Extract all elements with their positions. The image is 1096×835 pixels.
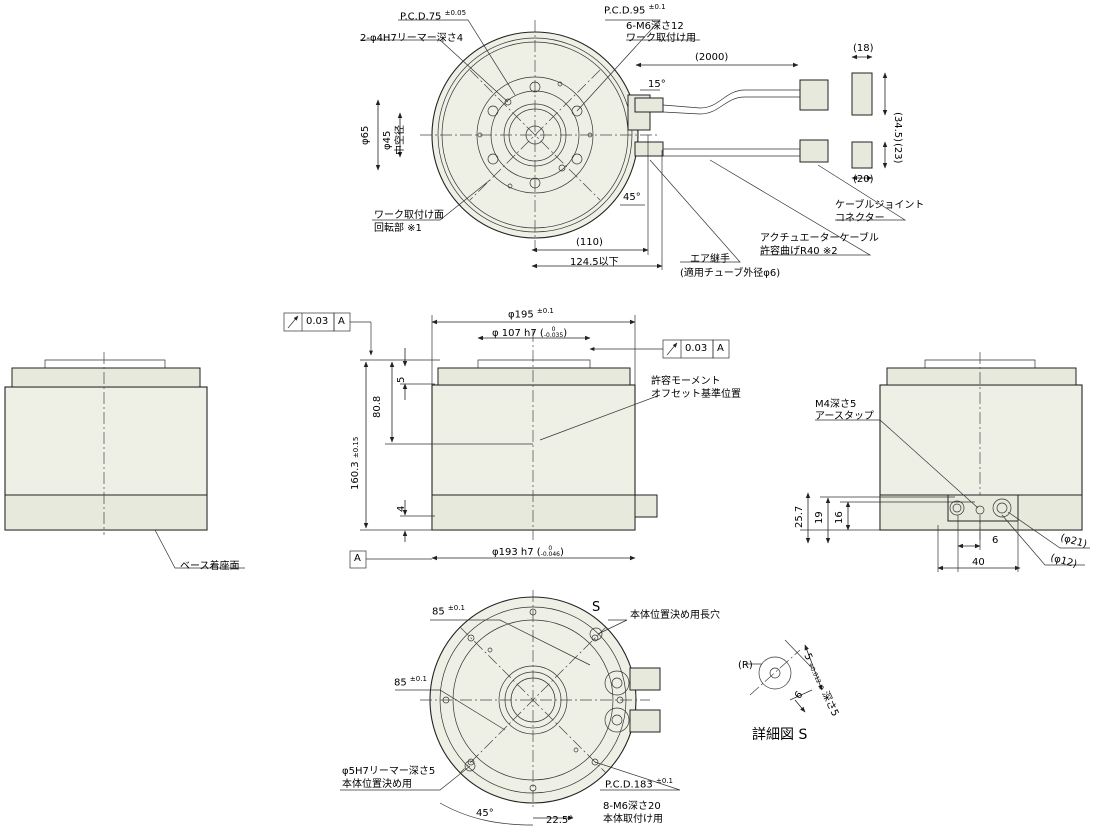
act-cable-label: アクチュエーターケーブル bbox=[760, 233, 879, 244]
h16-label: 16 bbox=[834, 511, 845, 524]
air-joint-label: エア継手 bbox=[690, 254, 730, 265]
earth-label: アースタップ bbox=[815, 411, 874, 422]
angle-45-bottom-label: 45° bbox=[476, 808, 494, 819]
datum-a-ref1: A bbox=[338, 316, 345, 327]
m6-holes-use-label: ワーク取付け用 bbox=[626, 33, 696, 44]
pcd75-label: P.C.D.75 ±0.05 bbox=[400, 9, 467, 23]
left-front-view bbox=[4, 352, 245, 569]
h19-label: 19 bbox=[814, 511, 825, 524]
detail-s bbox=[745, 639, 823, 713]
air-tube-label: (適用チューブ外径φ6) bbox=[680, 268, 781, 279]
d193-label: φ193 h7 (0-0.046) bbox=[492, 545, 564, 559]
runout1-value: 0.03 bbox=[306, 316, 329, 327]
reamer-holes-label: 2-φ4H7リーマー深さ4 bbox=[360, 33, 464, 44]
ream5-use-label: 本体位置決め用 bbox=[342, 779, 412, 790]
dim-124-label: 124.5以下 bbox=[570, 257, 619, 268]
offset-label: オフセット基準位置 bbox=[651, 389, 741, 400]
datum-a-base: A bbox=[354, 553, 361, 564]
base-mount-holes bbox=[442, 608, 624, 792]
s-mark: S bbox=[592, 600, 601, 615]
right-side-view bbox=[800, 352, 1090, 572]
angle-15-label: 15° bbox=[648, 79, 666, 90]
angle-225-label: 22.5° bbox=[546, 815, 574, 826]
c23-label: (23) bbox=[892, 143, 903, 164]
hollow-label: 中空径 bbox=[395, 125, 406, 155]
runout2-value: 0.03 bbox=[685, 343, 708, 354]
d107-label: φ 107 h7 (0-0.035) bbox=[492, 326, 568, 340]
m6-holes-label: 6-M6深さ12 bbox=[626, 21, 684, 32]
rotor-label: 回転部 ※1 bbox=[374, 223, 422, 234]
c20-label: (20) bbox=[853, 174, 874, 185]
cable-length-label: (2000) bbox=[695, 52, 729, 63]
act-bend-label: 許容曲げR40 ※2 bbox=[760, 246, 838, 257]
pos-slot-label: 本体位置決め用長穴 bbox=[630, 610, 720, 621]
datum-a-ref2: A bbox=[717, 343, 724, 354]
base-face-label: ベース着座面 bbox=[180, 561, 240, 572]
h257-label: 25.7 bbox=[794, 505, 805, 528]
d195-label: φ195 ±0.1 bbox=[508, 307, 554, 321]
pcd95-label: P.C.D.95 ±0.1 bbox=[604, 3, 666, 17]
joint-cable-label: ケーブルジョイント bbox=[835, 200, 925, 211]
dim-110-label: (110) bbox=[576, 237, 603, 248]
h808-label: 80.8 bbox=[372, 395, 383, 418]
d85a-label: 85 ±0.1 bbox=[432, 604, 465, 618]
work-mount-holes bbox=[477, 81, 593, 189]
ream5-label: φ5H7リーマー深さ5 bbox=[342, 766, 436, 777]
h5-label: 5 bbox=[396, 376, 407, 383]
d85b-label: 85 ±0.1 bbox=[394, 675, 427, 689]
m6-20-label: 8-M6深さ20 bbox=[603, 801, 661, 812]
pcd183-label: P.C.D.183 ±0.1 bbox=[605, 777, 673, 791]
top-view bbox=[360, 19, 907, 270]
w6-label: 6 bbox=[992, 535, 999, 546]
moment-label: 許容モーメント bbox=[651, 376, 721, 387]
bottom-view bbox=[340, 590, 681, 826]
center-front-view bbox=[283, 312, 730, 569]
h1603-label: 160.3 ±0.15 bbox=[350, 436, 361, 490]
work-face-label: ワーク取付け面 bbox=[374, 210, 444, 221]
w40-label: 40 bbox=[972, 557, 985, 568]
detail-r-label: (R) bbox=[738, 660, 753, 671]
joint-conn-label: コネクター bbox=[835, 213, 885, 224]
c345-label: (34.5) bbox=[892, 112, 903, 143]
angle-45-label: 45° bbox=[623, 192, 641, 203]
h4-label: 4 bbox=[396, 505, 407, 512]
dia65-label: φ65 bbox=[360, 125, 371, 145]
top-connectors bbox=[627, 72, 873, 169]
detail-title: 詳細図 S bbox=[752, 727, 808, 743]
m4-label: M4深さ5 bbox=[815, 399, 857, 410]
c18-label: (18) bbox=[853, 43, 874, 54]
m6-20-use-label: 本体取付け用 bbox=[603, 814, 663, 825]
